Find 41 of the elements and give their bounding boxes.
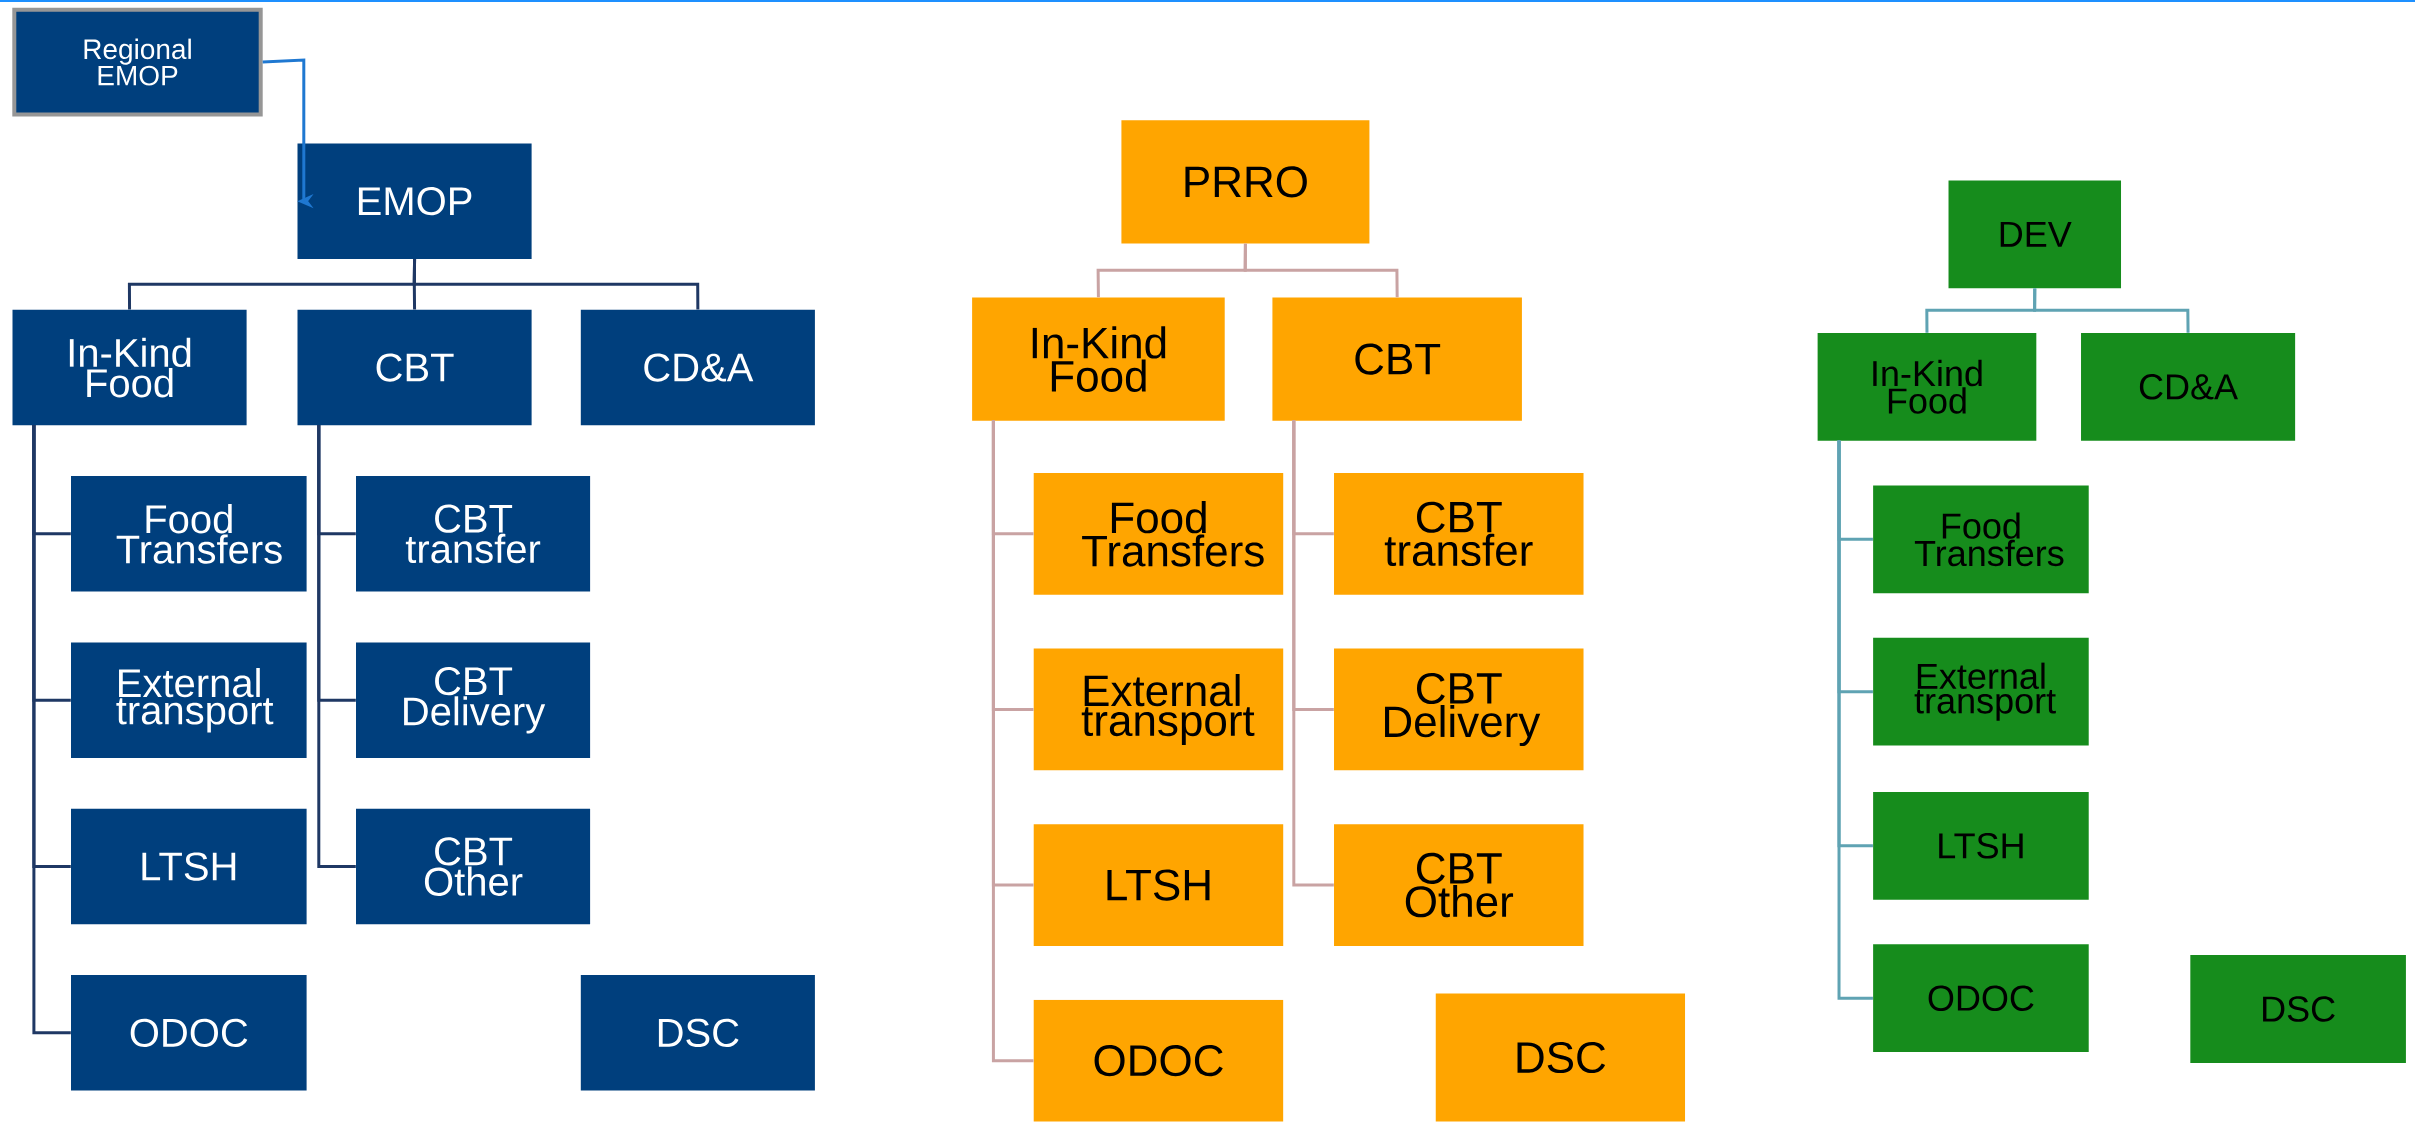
process-box: DSC <box>2190 955 2406 1063</box>
process-box: CD&A <box>580 309 815 426</box>
process-box: CBT Other <box>356 808 591 925</box>
process-box: Regional EMOP <box>12 7 263 117</box>
process-box: Food Transfers <box>71 476 307 592</box>
connector <box>991 420 1034 1063</box>
process-box: CBT <box>297 309 532 426</box>
connector <box>317 425 356 869</box>
connector <box>1837 440 1873 1000</box>
process-box: DSC <box>580 975 815 1091</box>
process-box: CD&A <box>2081 332 2296 441</box>
process-box: DEV <box>1948 180 2121 289</box>
process-box: ODOC <box>1873 944 2089 1053</box>
process-box: LTSH <box>1033 824 1284 946</box>
process-box: LTSH <box>71 808 307 925</box>
connector <box>262 58 314 209</box>
process-box: Food Transfers <box>1873 485 2089 594</box>
process-box: DSC <box>1435 993 1686 1122</box>
connector <box>1243 243 1399 298</box>
process-box: External transport <box>1873 637 2089 746</box>
process-box: CBT transfer <box>1334 473 1584 595</box>
process-box: In-Kind Food <box>1817 332 2037 441</box>
process-box: CBT <box>1272 297 1522 421</box>
process-box: CBT Other <box>1334 824 1584 946</box>
process-box: CBT Delivery <box>1334 648 1584 771</box>
connector <box>1292 420 1334 887</box>
process-box: External transport <box>71 642 307 758</box>
process-box: EMOP <box>297 143 532 259</box>
process-box: LTSH <box>1873 791 2089 900</box>
process-box: External transport <box>1033 648 1284 771</box>
process-box: In-Kind Food <box>972 297 1225 421</box>
process-box: ODOC <box>1033 999 1284 1122</box>
process-box: ODOC <box>71 975 307 1091</box>
connector <box>32 425 71 1035</box>
process-box: In-Kind Food <box>12 309 247 426</box>
process-box: PRRO <box>1121 120 1370 244</box>
connector <box>2033 288 2190 333</box>
connector <box>412 259 700 310</box>
process-box: Food Transfers <box>1033 473 1284 595</box>
process-box: CBT Delivery <box>356 642 591 758</box>
process-box: CBT transfer <box>356 476 591 592</box>
